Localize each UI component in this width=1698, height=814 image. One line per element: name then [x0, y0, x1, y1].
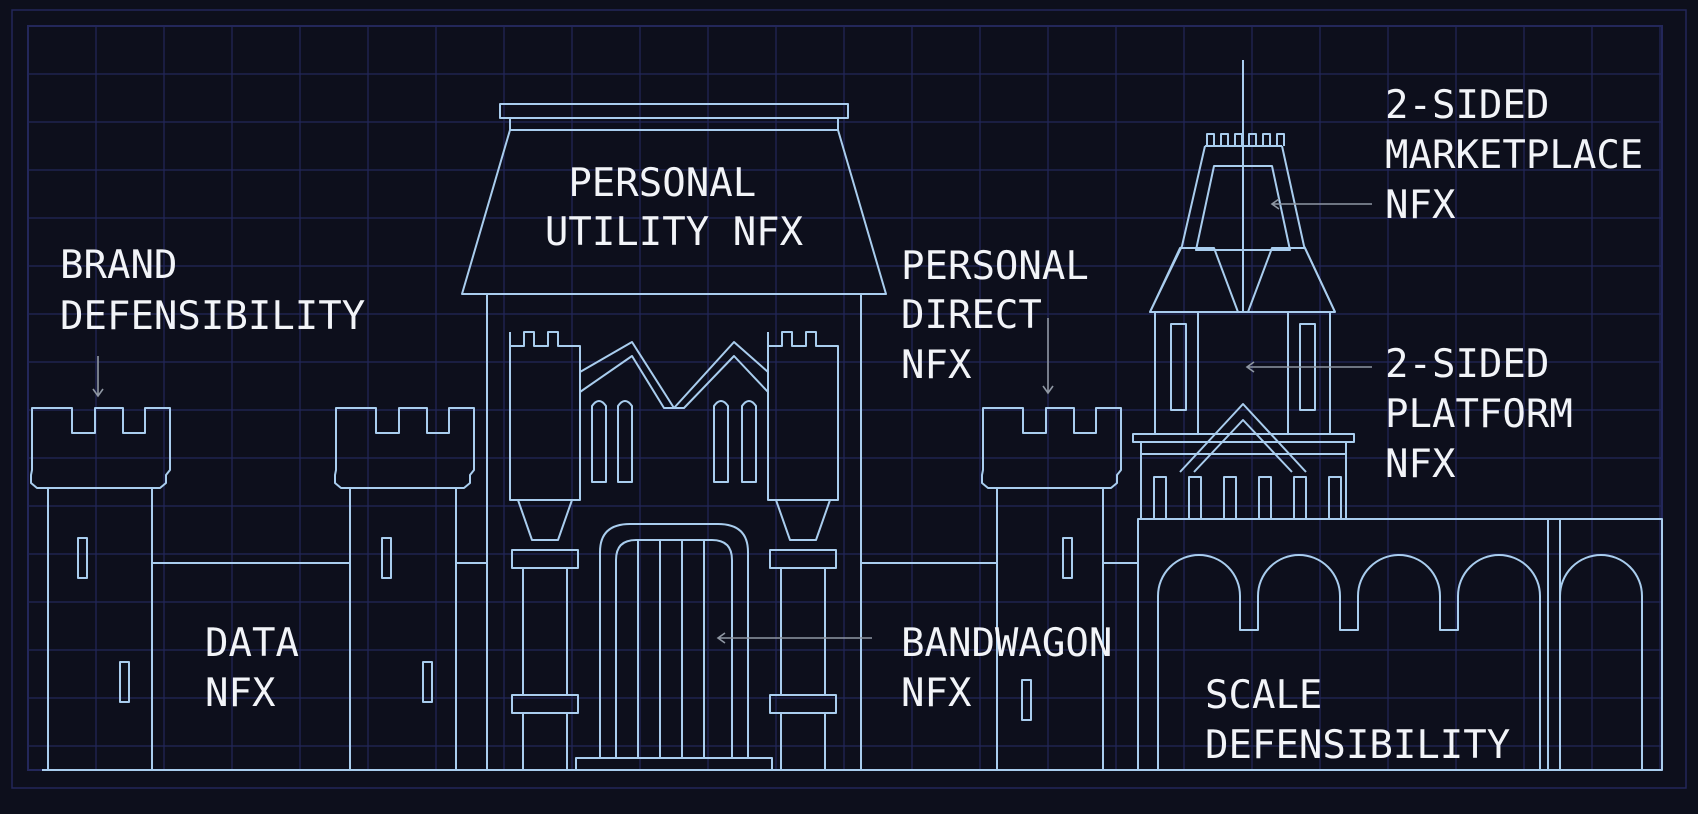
castle-illustration: BRAND DEFENSIBILITY PERSONAL UTILITY NFX…	[0, 0, 1698, 814]
castle-diagram: BRAND DEFENSIBILITY PERSONAL UTILITY NFX…	[0, 0, 1698, 814]
